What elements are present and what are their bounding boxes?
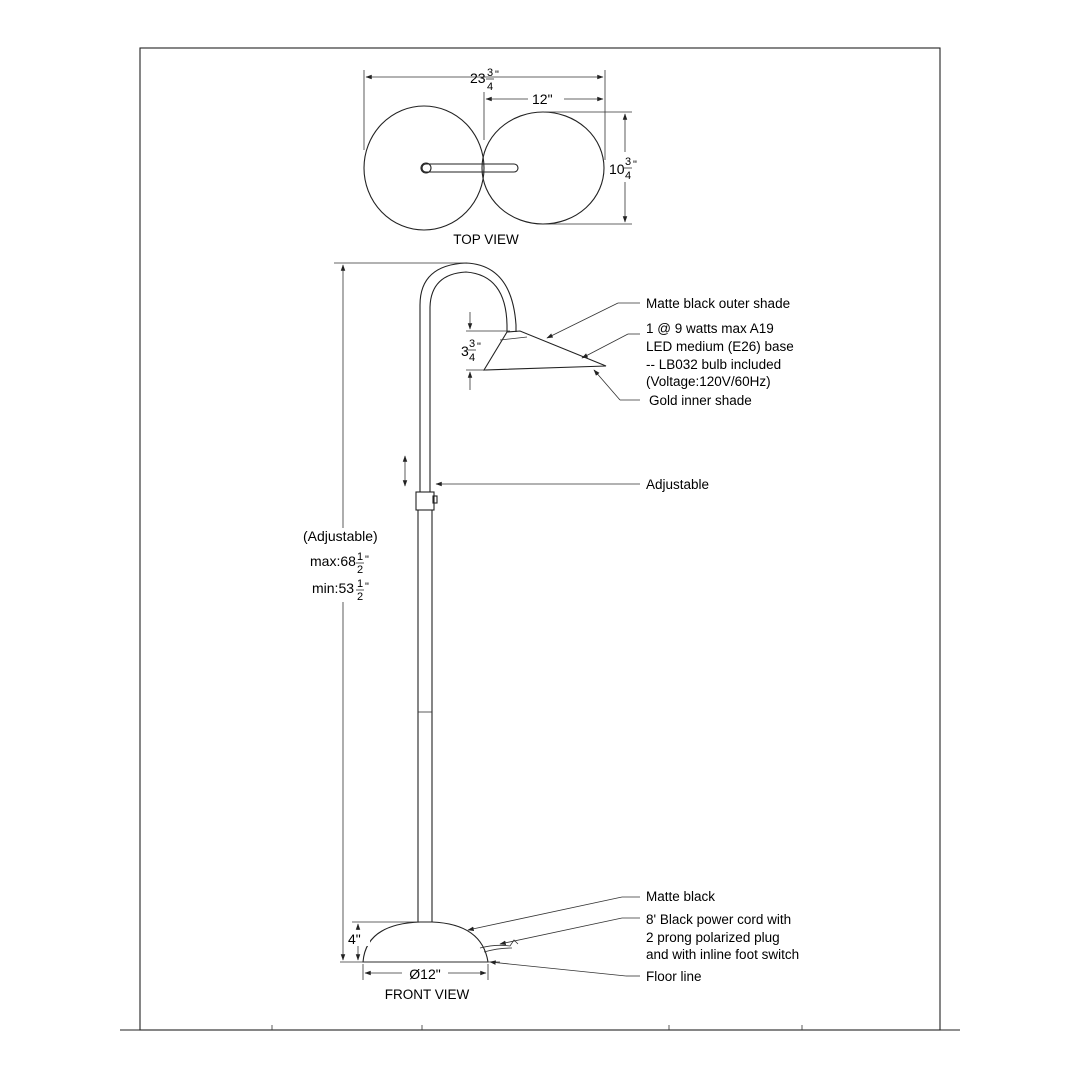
callout-bulb-line: -- LB032 bulb included [646,357,781,372]
shade-height-label: 3 [461,343,469,359]
frac-unit: " [365,581,369,593]
frac-den: 4 [625,170,631,182]
frac-den: 4 [469,352,475,364]
callout-adjustable: Adjustable [646,477,709,492]
frac-num: 3 [469,338,475,350]
gooseneck-arm-inner [429,271,508,492]
height-min-label: min:53 [312,580,354,596]
shade-detail [499,336,528,341]
callout-cord-line: 2 prong polarized plug [646,930,780,945]
frac-num: 1 [357,551,363,563]
shade-side [483,330,607,371]
frame-border [139,47,941,1031]
callout-floor-line: Floor line [646,969,702,984]
label-mask [346,930,370,946]
shade-depth-label: 10 [609,161,625,177]
frac-den: 2 [357,591,363,603]
leader-line [467,896,623,931]
leader-line [546,302,619,339]
height-collar [415,491,435,511]
callout-cord-line: 8' Black power cord with [646,912,791,927]
callout-bulb-line: LED medium (E26) base [646,339,794,354]
frac-den: 4 [487,81,493,93]
leader-line [499,917,623,945]
frac-unit: " [477,341,481,353]
label-mask [528,90,564,106]
top-view: 23 3 4 " 12" 10 3 4 " TOP VIEW [363,67,640,247]
label-mask [608,152,640,182]
base-height-label: 4" [348,931,361,947]
frac-den: 2 [357,564,363,576]
front-view: (Adjustable) max:68 1 2 " min:53 1 2 " 3… [300,262,607,1002]
leader-line [593,369,621,401]
leader-line [581,333,629,359]
pole-top [420,162,432,174]
power-cord [483,947,513,953]
arm-top [421,163,519,173]
callout-inner-shade: Gold inner shade [649,393,752,408]
base-dome [362,921,489,963]
shade-outline-top [481,111,605,225]
frac-num: 3 [487,67,493,79]
label-mask [402,965,448,981]
gooseneck-arm [419,262,517,492]
frac-unit: " [495,69,499,81]
collar-knob [432,495,438,504]
leader-line [489,960,627,977]
frac-num: 3 [625,156,631,168]
label-mask [300,528,384,602]
callout-outer-shade: Matte black outer shade [646,296,790,311]
front-view-title: FRONT VIEW [385,987,470,1002]
frac-num: 1 [357,578,363,590]
callouts: Matte black outer shade 1 @ 9 watts max … [435,296,799,984]
power-cord [479,939,519,949]
base-outline-top [363,105,485,231]
callout-bulb-line: 1 @ 9 watts max A19 [646,321,774,336]
callout-bulb-line: (Voltage:120V/60Hz) [646,374,771,389]
callout-base-finish: Matte black [646,889,715,904]
height-adjustable-label: (Adjustable) [303,528,378,544]
drawing-frame [120,47,960,1031]
overall-width-label: 23 [470,70,486,86]
frac-unit: " [365,554,369,566]
callout-cord-line: and with inline foot switch [646,947,799,962]
base-diameter-label: Ø12" [409,966,440,982]
top-view-title: TOP VIEW [453,232,519,247]
frac-unit: " [633,159,637,171]
shade-width-label: 12" [532,91,553,107]
height-max-label: max:68 [310,553,356,569]
